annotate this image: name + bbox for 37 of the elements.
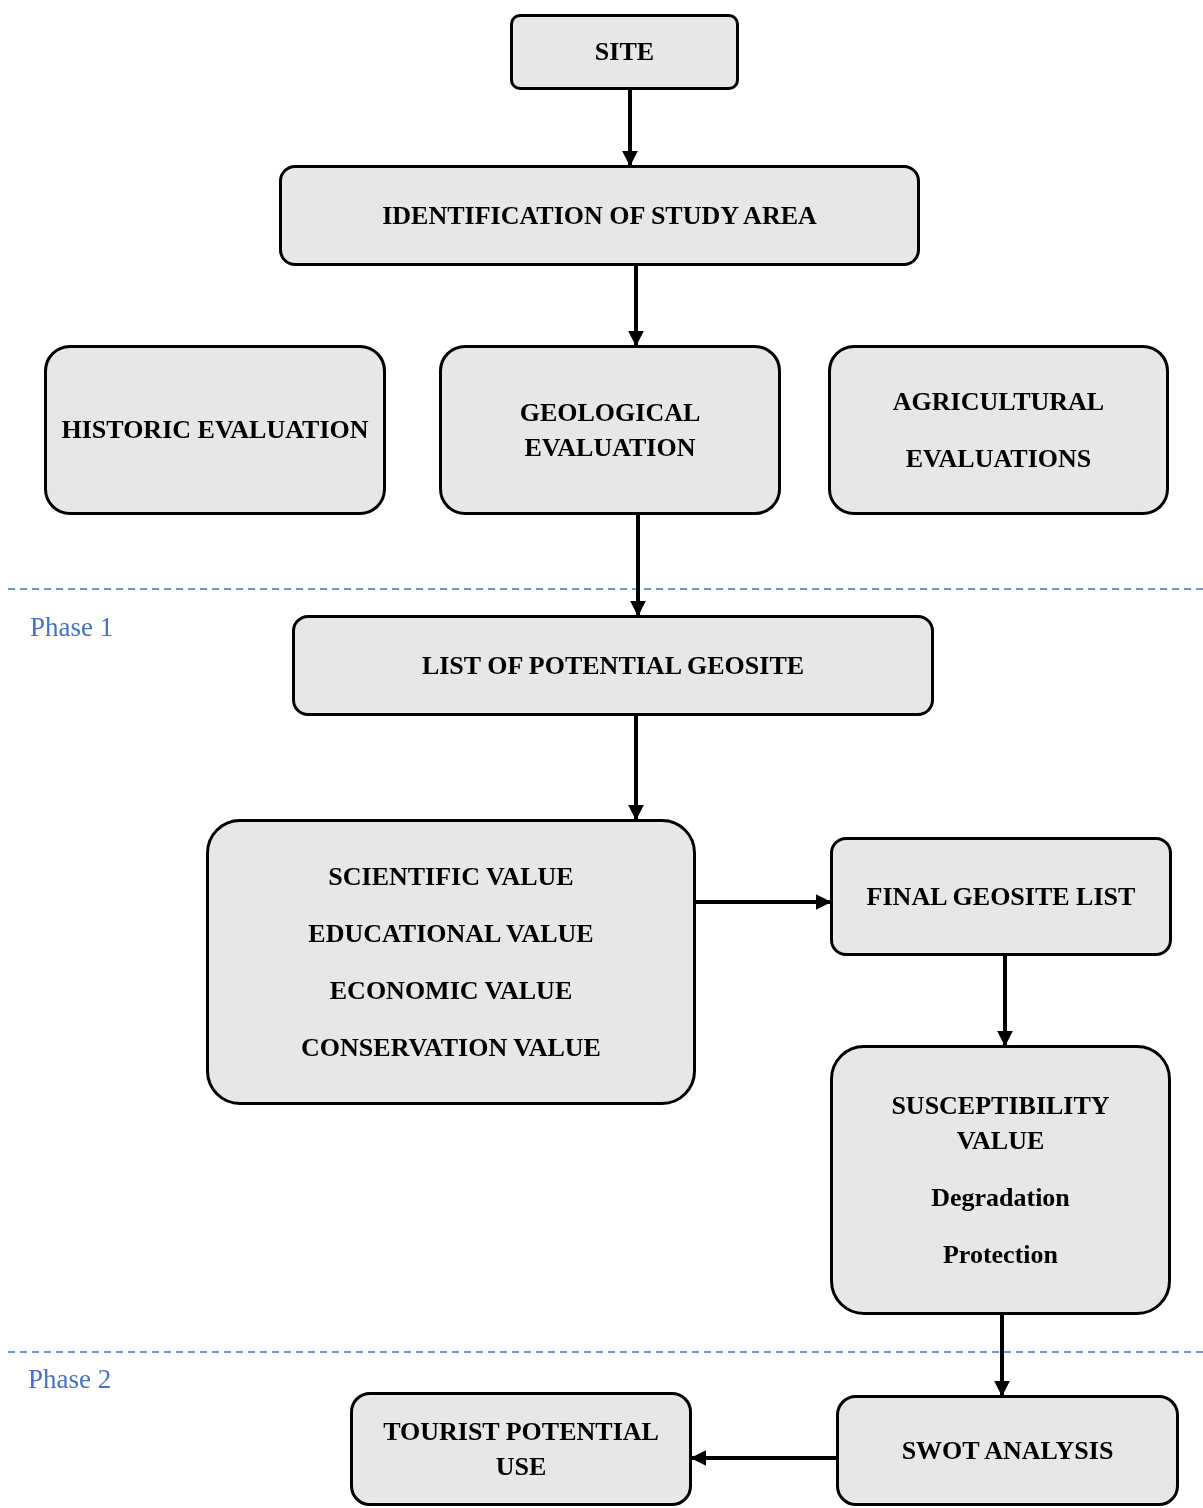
box-text: SCIENTIFIC VALUE — [328, 860, 574, 893]
arrow — [628, 266, 644, 347]
phase-label: Phase 2 — [28, 1364, 112, 1395]
box-text: FINAL GEOSITE LIST — [866, 880, 1136, 913]
arrow — [994, 1315, 1010, 1397]
process-box — [830, 1045, 1171, 1315]
process-box — [828, 345, 1169, 515]
process-box — [350, 1392, 692, 1506]
box-text: GEOLOGICAL EVALUATION — [518, 396, 702, 464]
phase-label: Phase 1 — [30, 612, 114, 643]
arrow — [690, 1450, 836, 1466]
process-box — [830, 837, 1172, 956]
box-text: ECONOMIC VALUE — [329, 975, 573, 1007]
box-text: Degradation — [931, 1182, 1070, 1214]
box-text: Protection — [942, 1239, 1058, 1272]
process-box — [279, 165, 920, 266]
process-box — [292, 615, 934, 716]
arrow — [696, 894, 832, 910]
arrow — [622, 90, 638, 167]
process-box — [510, 14, 739, 90]
process-box — [836, 1395, 1179, 1506]
process-box — [44, 345, 386, 515]
arrow — [628, 716, 644, 821]
box-text: IDENTIFICATION OF STUDY AREA — [382, 199, 817, 232]
box-text: HISTORIC EVALUATION — [61, 414, 369, 447]
box-text: CONSERVATION VALUE — [301, 1032, 601, 1065]
box-text: LIST OF POTENTIAL GEOSITE — [421, 649, 805, 682]
arrow — [997, 956, 1013, 1047]
box-text: SITE — [594, 36, 655, 69]
box-text: AGRICULTURAL EVALUATIONS — [891, 385, 1106, 475]
box-text: TOURIST POTENTIAL USE — [382, 1415, 660, 1483]
box-text: SWOT ANALYSIS — [901, 1434, 1114, 1467]
box-text: SUSCEPTIBILITY VALUE — [890, 1089, 1111, 1157]
process-box — [439, 345, 781, 515]
arrow — [630, 515, 646, 617]
box-text: EDUCATIONAL VALUE — [308, 917, 594, 950]
process-box — [206, 819, 696, 1105]
